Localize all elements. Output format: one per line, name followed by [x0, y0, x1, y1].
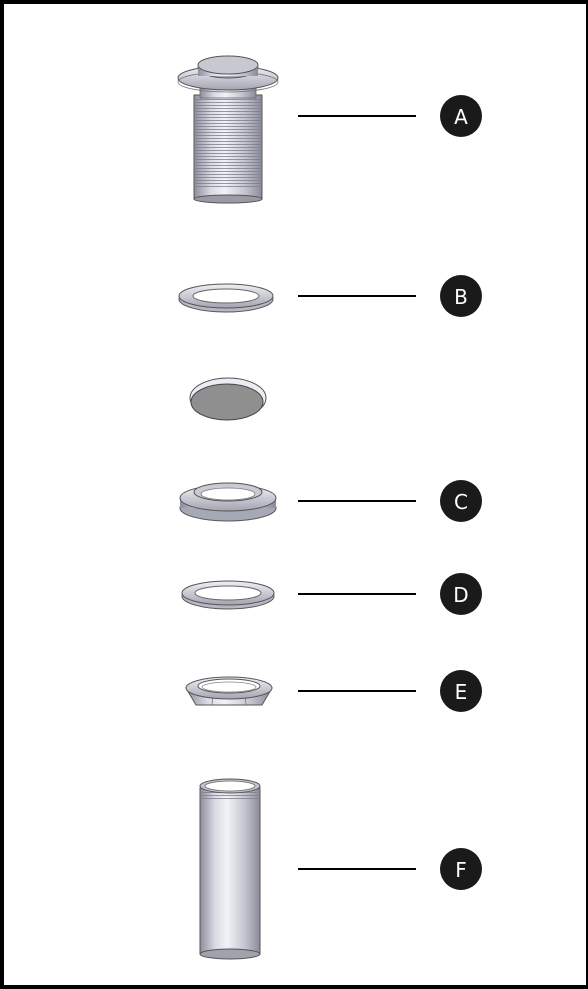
label-badge-c: C	[440, 480, 482, 522]
svg-text:F: F	[455, 858, 467, 882]
label-badge-d: D	[440, 573, 482, 615]
label-badge-a: A	[440, 95, 482, 137]
part-b-flat-washer-icon	[178, 283, 274, 313]
part-c-flanged-ring-icon	[179, 482, 277, 522]
label-badge-f: F	[440, 848, 482, 890]
svg-text:E: E	[455, 680, 468, 704]
part-f-tube-icon	[199, 778, 261, 960]
part-e-hex-nut-icon	[185, 676, 273, 706]
svg-text:C: C	[454, 490, 468, 514]
svg-text:D: D	[453, 583, 468, 607]
part-a-threaded-body-icon	[177, 55, 279, 204]
plug-disc-icon	[189, 377, 267, 421]
label-badge-e: E	[440, 670, 482, 712]
part-d-flat-washer-icon	[181, 580, 275, 610]
svg-text:B: B	[454, 285, 468, 309]
svg-text:A: A	[454, 105, 468, 129]
label-badge-b: B	[440, 275, 482, 317]
